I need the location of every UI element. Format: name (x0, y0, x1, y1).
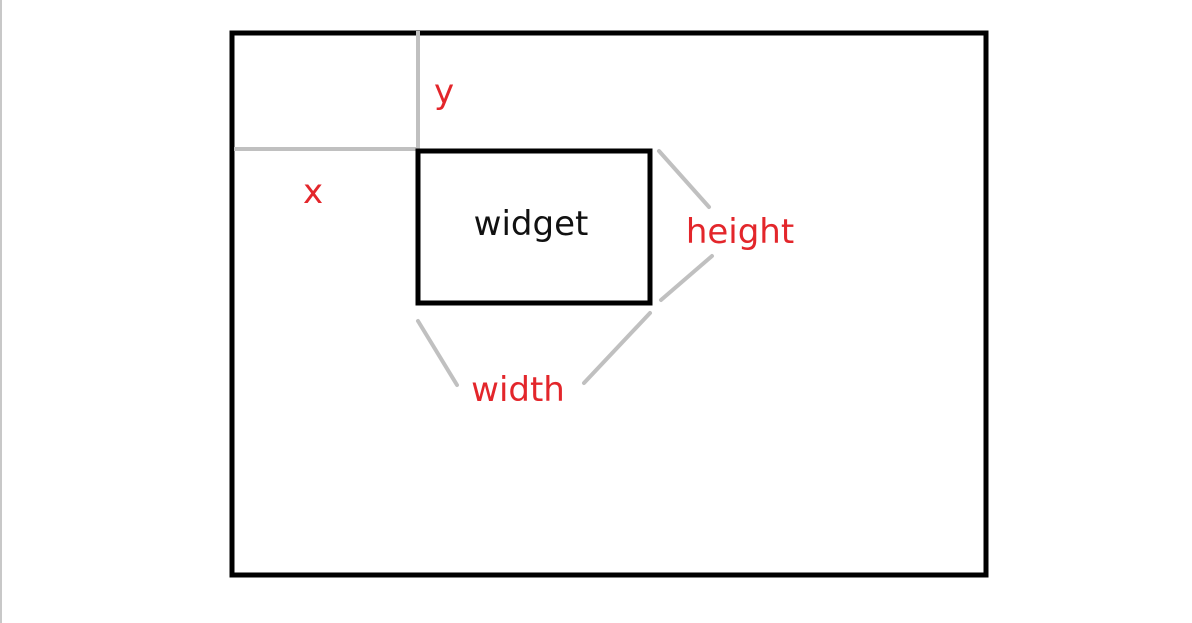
width-guide-right (582, 311, 652, 385)
width-label: width (471, 370, 565, 410)
widget-label: widget (474, 204, 589, 244)
width-guide-left (416, 319, 459, 387)
height-guide-bottom (659, 254, 714, 302)
x-label: x (303, 172, 323, 212)
y-label: y (434, 72, 454, 112)
height-label: height (686, 212, 794, 252)
widget-box (415, 148, 653, 306)
page-left-edge (0, 0, 2, 623)
height-guide-top (657, 149, 711, 209)
outer-window-frame (229, 30, 989, 578)
